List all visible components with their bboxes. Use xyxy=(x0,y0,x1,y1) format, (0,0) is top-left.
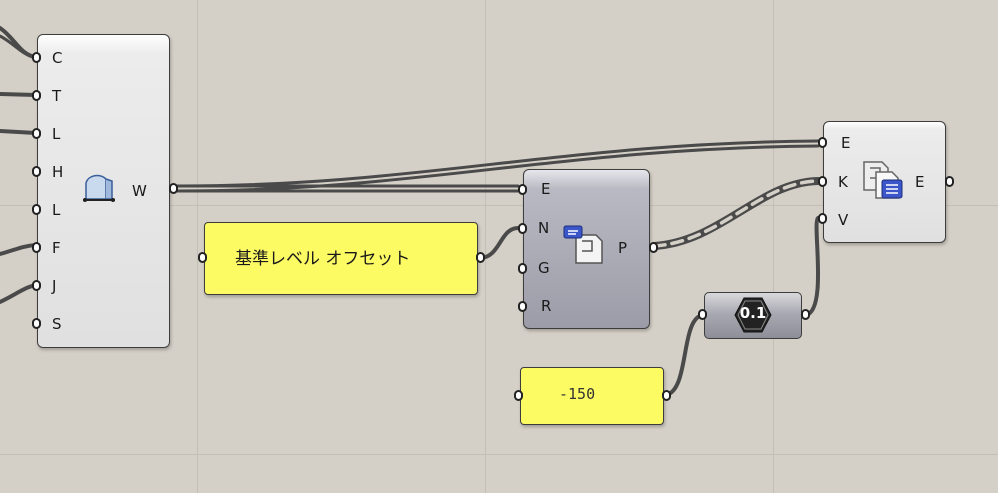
input-s-label: S xyxy=(52,315,62,333)
wire-in-f xyxy=(0,243,38,256)
input-g-label: G xyxy=(538,259,550,277)
panel-input-port[interactable] xyxy=(198,252,207,263)
wall-input-h-port[interactable] xyxy=(32,166,41,177)
set-input-e-port[interactable] xyxy=(818,137,827,148)
wall-output-w-port[interactable] xyxy=(169,183,178,194)
number-display: 0.1 xyxy=(739,304,767,322)
grid-line xyxy=(773,0,774,493)
param-input-n-port[interactable] xyxy=(518,223,527,234)
set-input-v-port[interactable] xyxy=(818,213,827,224)
wire-number-to-v xyxy=(804,216,821,317)
value-panel-input-port[interactable] xyxy=(514,390,523,401)
input-f-label: F xyxy=(52,239,61,257)
input-t-label: T xyxy=(52,87,62,105)
input-j-label: J xyxy=(52,277,57,295)
input-e-label: E xyxy=(841,134,851,152)
wire-w-to-e xyxy=(176,139,820,188)
wall-component[interactable]: C T L H L F J S W xyxy=(37,34,170,348)
input-c-label: C xyxy=(52,49,63,67)
wire-panel-to-n xyxy=(478,226,520,260)
parameter-component[interactable]: E N G R P xyxy=(523,169,650,329)
param-output-p-port[interactable] xyxy=(649,242,658,253)
wall-input-f-port[interactable] xyxy=(32,242,41,253)
set-output-e-port[interactable] xyxy=(945,176,954,187)
output-e-label: E xyxy=(915,173,925,191)
wire-value-to-number xyxy=(664,313,705,397)
param-input-e-port[interactable] xyxy=(518,184,527,195)
value-panel-output-port[interactable] xyxy=(662,390,671,401)
wire-in-l xyxy=(0,129,38,135)
wall-input-l2-port[interactable] xyxy=(32,204,41,215)
number-input-port[interactable] xyxy=(698,309,707,320)
grid-line xyxy=(197,0,198,493)
value-text: -150 xyxy=(559,385,596,403)
set-element-parameter-icon xyxy=(863,161,903,199)
level-offset-text: 基準レベル オフセット xyxy=(235,249,411,269)
input-e-label: E xyxy=(541,180,551,198)
grid-line xyxy=(485,0,486,493)
wall-input-j-port[interactable] xyxy=(32,280,41,291)
number-component[interactable]: 0.1 xyxy=(704,292,802,339)
output-p-label: P xyxy=(618,239,628,257)
wire-in-c2 xyxy=(0,34,38,60)
wall-input-c-port[interactable] xyxy=(32,52,41,63)
wire-in-c xyxy=(0,26,38,59)
input-n-label: N xyxy=(538,219,550,237)
wall-input-t-port[interactable] xyxy=(32,90,41,101)
wall-input-s-port[interactable] xyxy=(32,318,41,329)
number-output-port[interactable] xyxy=(801,309,810,320)
element-parameter-icon xyxy=(563,225,603,264)
number-hexagon-icon xyxy=(734,297,772,333)
output-w-label: W xyxy=(132,182,147,200)
set-parameter-component[interactable]: E K V E xyxy=(823,121,946,243)
grid-line xyxy=(0,205,998,206)
set-input-k-port[interactable] xyxy=(818,176,827,187)
level-offset-panel[interactable]: 基準レベル オフセット xyxy=(204,222,478,295)
wire-in-t xyxy=(0,92,38,97)
input-v-label: V xyxy=(838,211,849,229)
value-panel[interactable]: -150 xyxy=(520,367,664,425)
wall-icon xyxy=(83,174,115,202)
panel-output-port[interactable] xyxy=(476,252,485,263)
input-l-label: L xyxy=(52,125,61,143)
grid-line xyxy=(0,454,998,455)
input-h-label: H xyxy=(52,163,64,181)
param-input-g-port[interactable] xyxy=(518,263,527,274)
wire-in-j xyxy=(0,283,38,304)
param-input-r-port[interactable] xyxy=(518,301,527,312)
input-k-label: K xyxy=(838,173,848,191)
input-r-label: R xyxy=(541,297,552,315)
input-l2-label: L xyxy=(52,201,61,219)
wire-w-to-e-2 xyxy=(176,144,820,193)
wall-input-l-port[interactable] xyxy=(32,128,41,139)
